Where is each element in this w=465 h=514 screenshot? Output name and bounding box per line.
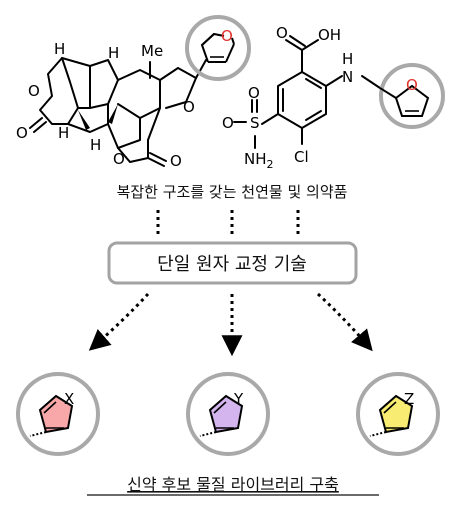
furan-o-label: O xyxy=(221,27,233,45)
h-label-1: H xyxy=(54,40,65,58)
cooh-o-label: O xyxy=(276,24,288,42)
cl-label: Cl xyxy=(294,148,309,166)
h-label-2: H xyxy=(108,44,119,62)
variant-y-ring xyxy=(208,394,244,434)
dotted-connectors-top xyxy=(156,210,300,238)
variant-y: Y xyxy=(186,372,270,456)
sulfonyl-o-top-label: O xyxy=(248,84,260,102)
natural-product-furan: O xyxy=(185,15,251,81)
dotted-arrows xyxy=(88,292,373,357)
o-label-4: O xyxy=(170,152,182,170)
arrow-right xyxy=(316,292,373,352)
sulfonyl-s-label: S xyxy=(250,114,260,132)
caption-bottom: 신약 후보 물질 라이브러리 구축 xyxy=(127,475,339,494)
technique-label: 단일 원자 교정 기술 xyxy=(157,254,307,275)
variant-x: X xyxy=(16,372,100,456)
o-label-2: O xyxy=(16,124,28,142)
variant-y-atom: Y xyxy=(233,390,244,408)
drug-furan-o-label: O xyxy=(406,76,418,94)
h-label-3: H xyxy=(58,124,69,142)
variant-x-atom: X xyxy=(64,390,74,408)
drug-labels: O OH H N O O S NH2 Cl xyxy=(222,24,353,171)
drug-furan: O xyxy=(379,63,445,129)
o-label-3: O xyxy=(113,150,125,168)
nh-h-label: H xyxy=(342,50,353,68)
drug-structure xyxy=(233,35,381,149)
nh-n-label: N xyxy=(342,68,353,86)
cooh-oh-label: OH xyxy=(318,26,341,44)
o-label-5: O xyxy=(183,98,195,116)
nh2-label: NH2 xyxy=(244,150,274,171)
o-label-1: O xyxy=(28,82,40,100)
natural-product-labels: Me H H H H O O O O O xyxy=(16,40,195,170)
natural-product-structure xyxy=(29,57,207,167)
sulfonyl-o-left-label: O xyxy=(222,114,234,132)
me-label: Me xyxy=(141,42,163,60)
variant-z-atom: Z xyxy=(404,390,414,408)
h-label-4: H xyxy=(90,136,101,154)
arrow-left xyxy=(88,292,150,351)
variant-z-ring xyxy=(378,394,414,434)
technique-box xyxy=(107,241,358,285)
variant-x-ring xyxy=(38,394,74,434)
variant-z: Z xyxy=(356,372,440,456)
caption-top: 복잡한 구조를 갖는 천연물 및 의약품 xyxy=(117,183,348,201)
